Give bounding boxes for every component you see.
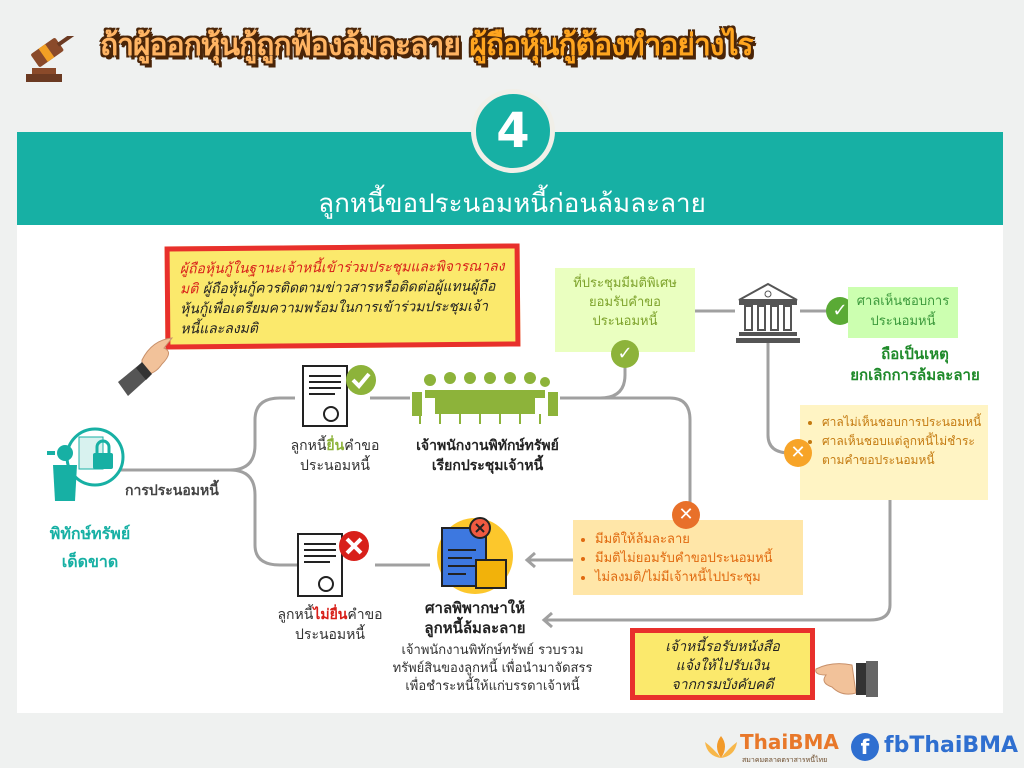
courthouse-icon — [736, 282, 800, 343]
bankruptcy-description-line1: เจ้าพนักงานพิทักษ์ทรัพย์ รวบรวม — [401, 643, 584, 658]
list-item: มีมติไม่ยอมรับคำขอประนอมหนี้ — [595, 549, 799, 568]
list-item: ไม่ลงมติ/ไม่มีเจ้าหนี้ไปประชุม — [595, 568, 799, 587]
bankruptcy-judgment-line1: ศาลพิพากษาให้ — [425, 599, 525, 617]
bankruptcy-cancelled-line1: ถือเป็นเหตุ — [881, 345, 949, 363]
judge-lock-icon — [47, 427, 125, 501]
page-title-part1: ถ้าผู้ออกหุ้นกู้ถูกฟ้องล้มละลาย — [100, 28, 461, 63]
pointing-hand-icon — [815, 661, 878, 697]
x-icon: ✕ — [672, 501, 700, 529]
payment-callout-line1: เจ้าหนี้รอรับหนังสือ — [665, 639, 780, 655]
meeting-reject-box: มีมติให้ล้มละลายมีมติไม่ยอมรับคำขอประนอม… — [573, 520, 803, 595]
debtor-files-pre: ลูกหนี้ — [290, 438, 327, 454]
payment-callout-line2: แจ้งให้ไปรับเงิน — [675, 658, 770, 674]
bankruptcy-description-line2: ทรัพย์สินของลูกหนี้ เพื่อนำมาจัดสรร — [392, 661, 593, 676]
list-item: ศาลไม่เห็นชอบการประนอมหนี้ — [822, 413, 982, 432]
x-icon: ✕ — [784, 439, 812, 467]
bankruptcy-description-line3: เพื่อชำระหนี้ให้แก่บรรดาเจ้าหนี้ — [405, 679, 580, 694]
court-reject-box: ศาลไม่เห็นชอบการประนอมหนี้ศาลเห็นชอบแต่ล… — [800, 405, 988, 500]
special-resolution-line2: ยอมรับคำขอ — [589, 295, 661, 310]
absolute-receivership-line2: เด็ดขาด — [61, 552, 119, 571]
debtor-not-files-pre: ลูกหนี้ — [277, 607, 314, 623]
payment-callout: เจ้าหนี้รอรับหนังสือแจ้งให้ไปรับเงินจากก… — [630, 628, 815, 700]
debtor-not-files-line2: ประนอมหนี้ — [295, 627, 365, 643]
court-approves-line2: ประนอมหนี้ — [870, 314, 936, 329]
list-item: ศาลเห็นชอบแต่ลูกหนี้ไม่ชำระตามคำขอประนอม… — [822, 432, 982, 470]
court-approves-line1: ศาลเห็นชอบการ — [856, 294, 950, 309]
bankruptcy-judgment-label: ศาลพิพากษาให้ลูกหนี้ล้มละลาย — [420, 598, 530, 638]
meeting-label: เจ้าพนักงานพิทักษ์ทรัพย์เรียกประชุมเจ้าห… — [400, 436, 575, 476]
payment-callout-line3: จากกรมบังคับคดี — [671, 677, 774, 693]
step-subtitle: ลูกหนี้ขอประนอมหนี้ก่อนล้มละลาย — [318, 189, 706, 219]
gavel-icon — [26, 36, 86, 82]
thaibma-logo-icon — [705, 736, 737, 758]
absolute-receivership-line1: พิทักษ์ทรัพย์ — [49, 524, 131, 543]
meeting-line1: เจ้าพนักงานพิทักษ์ทรัพย์ — [416, 438, 559, 454]
debtor-not-files-label: ลูกหนี้ไม่ยื่นคำขอประนอมหนี้ — [265, 605, 395, 645]
special-resolution-line1: ที่ประชุมมีมติพิเศษ — [573, 276, 677, 291]
step-number: 4 — [471, 89, 555, 173]
creditor-callout: ผู้ถือหุ้นกู้ในฐานะเจ้าหนี้เข้าร่วมประชุ… — [164, 243, 521, 350]
meeting-line2: เรียกประชุมเจ้าหนี้ — [431, 458, 544, 474]
bankruptcy-cancelled-label: ถือเป็นเหตุยกเลิกการล้มละลาย — [830, 344, 1000, 386]
debtor-not-files-key: ไม่ยื่น — [313, 607, 348, 623]
court-approves-box: ศาลเห็นชอบการประนอมหนี้ — [848, 287, 958, 338]
bankruptcy-document-icon — [437, 517, 513, 594]
bankruptcy-cancelled-line2: ยกเลิกการล้มละลาย — [850, 366, 980, 384]
debtor-not-files-post: คำขอ — [347, 607, 383, 623]
facebook-link[interactable]: fbThaiBMA — [884, 733, 1019, 758]
absolute-receivership-label: พิทักษ์ทรัพย์เด็ดขาด — [30, 520, 150, 576]
document-approved-icon — [302, 365, 376, 427]
compromise-label: การประนอมหนี้ — [125, 483, 219, 499]
debtor-files-post: คำขอ — [344, 438, 380, 454]
creditor-meeting-icon — [412, 372, 558, 424]
debtor-files-label: ลูกหนี้ยื่นคำขอประนอมหนี้ — [275, 436, 395, 476]
document-rejected-icon — [297, 531, 369, 597]
special-resolution-line3: ประนอมหนี้ — [592, 314, 658, 329]
thaibma-logo: ThaiBMA — [740, 730, 839, 754]
bankruptcy-description: เจ้าพนักงานพิทักษ์ทรัพย์ รวบรวมทรัพย์สิน… — [385, 642, 600, 696]
creditor-callout-text: ผู้ถือหุ้นกู้ควรติดตามข่าวสารหรือติดต่อผ… — [180, 278, 496, 338]
facebook-icon[interactable]: f — [851, 733, 879, 761]
check-icon: ✓ — [611, 340, 639, 368]
list-item: มีมติให้ล้มละลาย — [595, 530, 799, 549]
bankruptcy-judgment-line2: ลูกหนี้ล้มละลาย — [424, 619, 526, 637]
debtor-files-line2: ประนอมหนี้ — [300, 458, 370, 474]
page-title-part2: ผู้ถือหุ้นกู้ต้องทำอย่างไร — [469, 28, 753, 63]
page-title: ถ้าผู้ออกหุ้นกู้ถูกฟ้องล้มละลาย ผู้ถือหุ… — [100, 22, 754, 69]
debtor-files-key: ยื่น — [326, 438, 345, 454]
pointing-hand-icon — [118, 337, 174, 396]
thaibma-logo-subtitle: สมาคมตลาดตราสารหนี้ไทย — [742, 756, 828, 764]
special-resolution-box: ที่ประชุมมีมติพิเศษยอมรับคำขอประนอมหนี้ — [555, 268, 695, 352]
